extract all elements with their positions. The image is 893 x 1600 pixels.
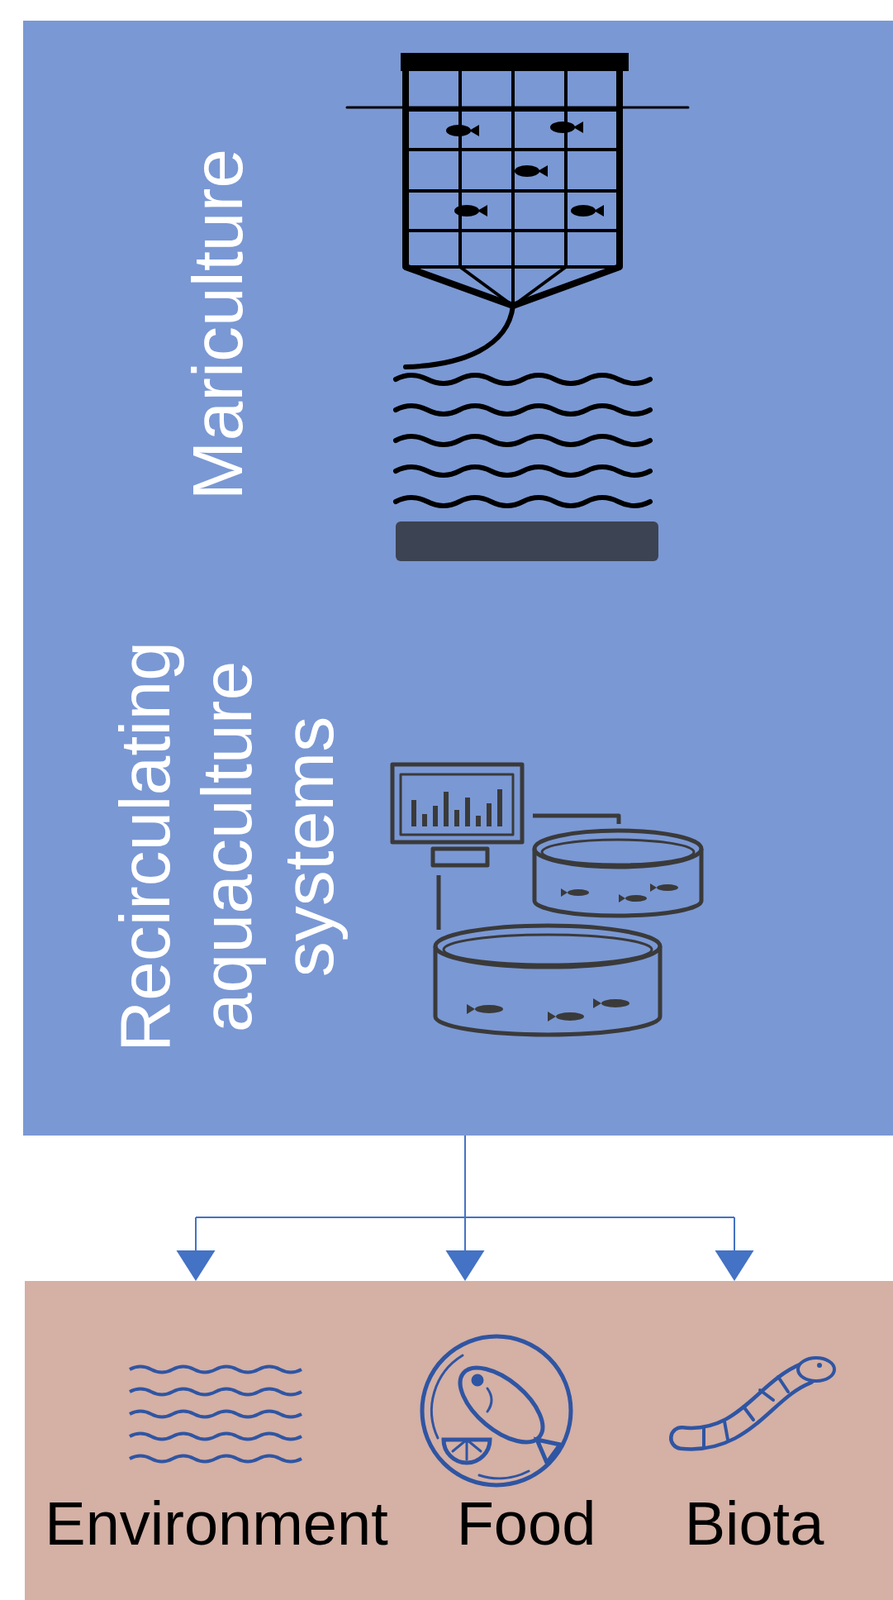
connector-line <box>464 1135 466 1217</box>
icon-caption: Biota <box>630 1492 879 1554</box>
connector-line <box>195 1216 735 1218</box>
icon-caption: Food <box>402 1492 651 1554</box>
branching-arrow <box>176 1135 755 1281</box>
connector-layer <box>176 1135 755 1281</box>
compartment-band: EnvironmentFoodBiota <box>24 1280 893 1600</box>
rotated-label: Mariculture <box>176 134 259 515</box>
arrow-head <box>715 1249 755 1281</box>
connector-line <box>194 1216 197 1250</box>
rotated-label: Recirculating aquaculture systems <box>104 631 350 1062</box>
arrow-head <box>446 1249 485 1281</box>
connector-line <box>733 1216 736 1250</box>
arrow-head <box>176 1249 216 1281</box>
connector-line <box>464 1216 466 1250</box>
practice-band: MaricultureRecirculating aquaculture sys… <box>23 20 893 1136</box>
icon-caption: Environment <box>18 1492 415 1554</box>
